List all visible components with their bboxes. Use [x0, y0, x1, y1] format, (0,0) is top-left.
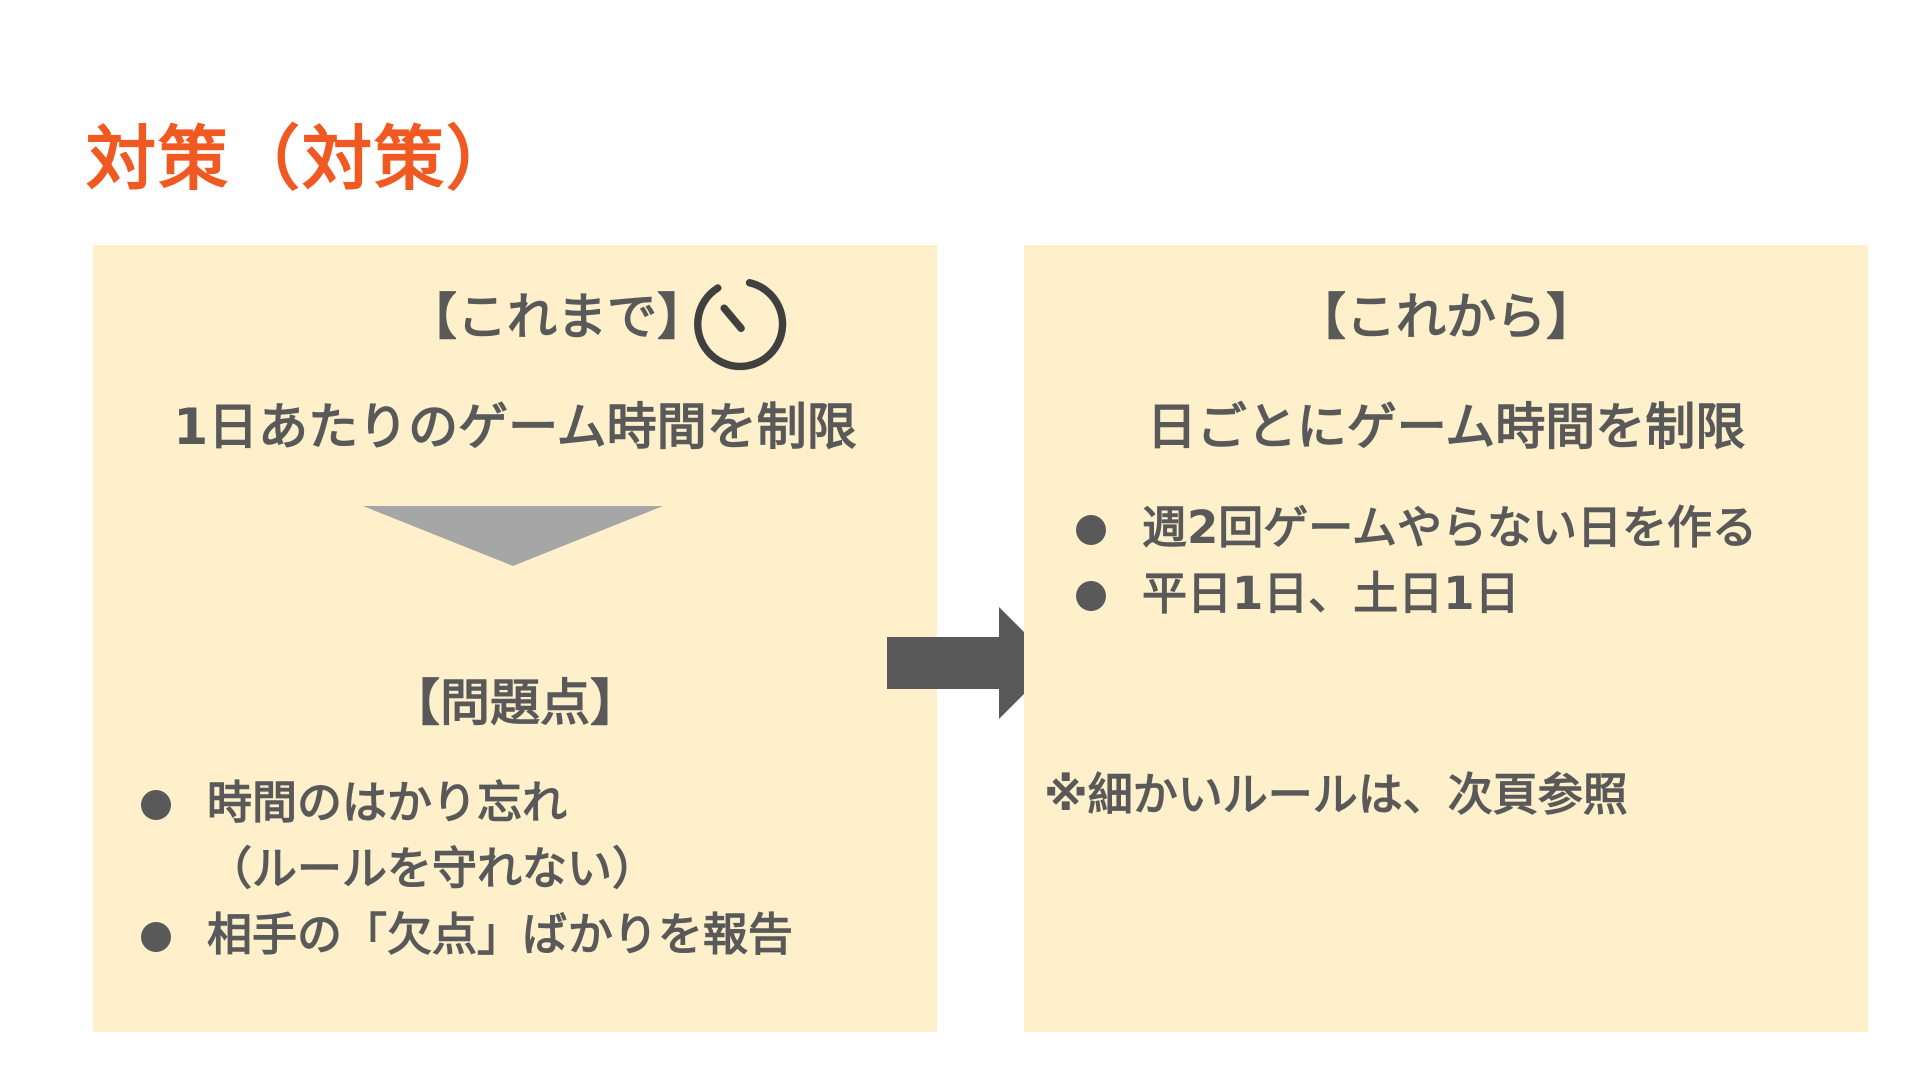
after-panel: 【これから】 日ごとにゲーム時間を制限 週2回ゲームやらない日を作る 平日1日、… [1024, 245, 1868, 1032]
bullet-icon [141, 790, 171, 820]
plan-list: 週2回ゲームやらない日を作る 平日1日、土日1日 [1076, 495, 1757, 627]
problem-list: 時間のはかり忘れ （ルールを守れない） 相手の「欠点」ばかりを報告 [141, 770, 793, 968]
plan-item-1: 週2回ゲームやらない日を作る [1142, 501, 1757, 554]
list-item: 平日1日、土日1日 [1076, 561, 1757, 627]
before-subtitle: 1日あたりのゲーム時間を制限 [173, 398, 857, 456]
slide-title: 対策（対策） [86, 118, 518, 200]
problem-heading: 【問題点】 [390, 674, 640, 732]
plan-item-2: 平日1日、土日1日 [1142, 567, 1520, 620]
right-arrow-icon [887, 607, 1055, 719]
list-item: 時間のはかり忘れ （ルールを守れない） [141, 770, 793, 902]
before-heading: 【これまで】 [407, 288, 707, 346]
problem-item-1-note: （ルールを守れない） [207, 842, 658, 895]
before-panel: 【これまで】 1日あたりのゲーム時間を制限 【問題点】 時間のはかり忘れ （ルー… [93, 245, 937, 1032]
timer-icon [694, 279, 787, 371]
bullet-icon [1076, 581, 1106, 611]
problem-item-1: 時間のはかり忘れ [207, 776, 568, 829]
after-heading: 【これから】 [1296, 288, 1596, 346]
bullet-icon [1076, 515, 1106, 545]
after-subtitle: 日ごとにゲーム時間を制限 [1146, 398, 1746, 456]
bullet-icon [141, 922, 171, 952]
down-arrow-icon [363, 506, 663, 566]
problem-item-2: 相手の「欠点」ばかりを報告 [207, 908, 793, 961]
rules-note: ※細かいルールは、次頁参照 [1044, 768, 1628, 821]
list-item: 週2回ゲームやらない日を作る [1076, 495, 1757, 561]
list-item: 相手の「欠点」ばかりを報告 [141, 902, 793, 968]
